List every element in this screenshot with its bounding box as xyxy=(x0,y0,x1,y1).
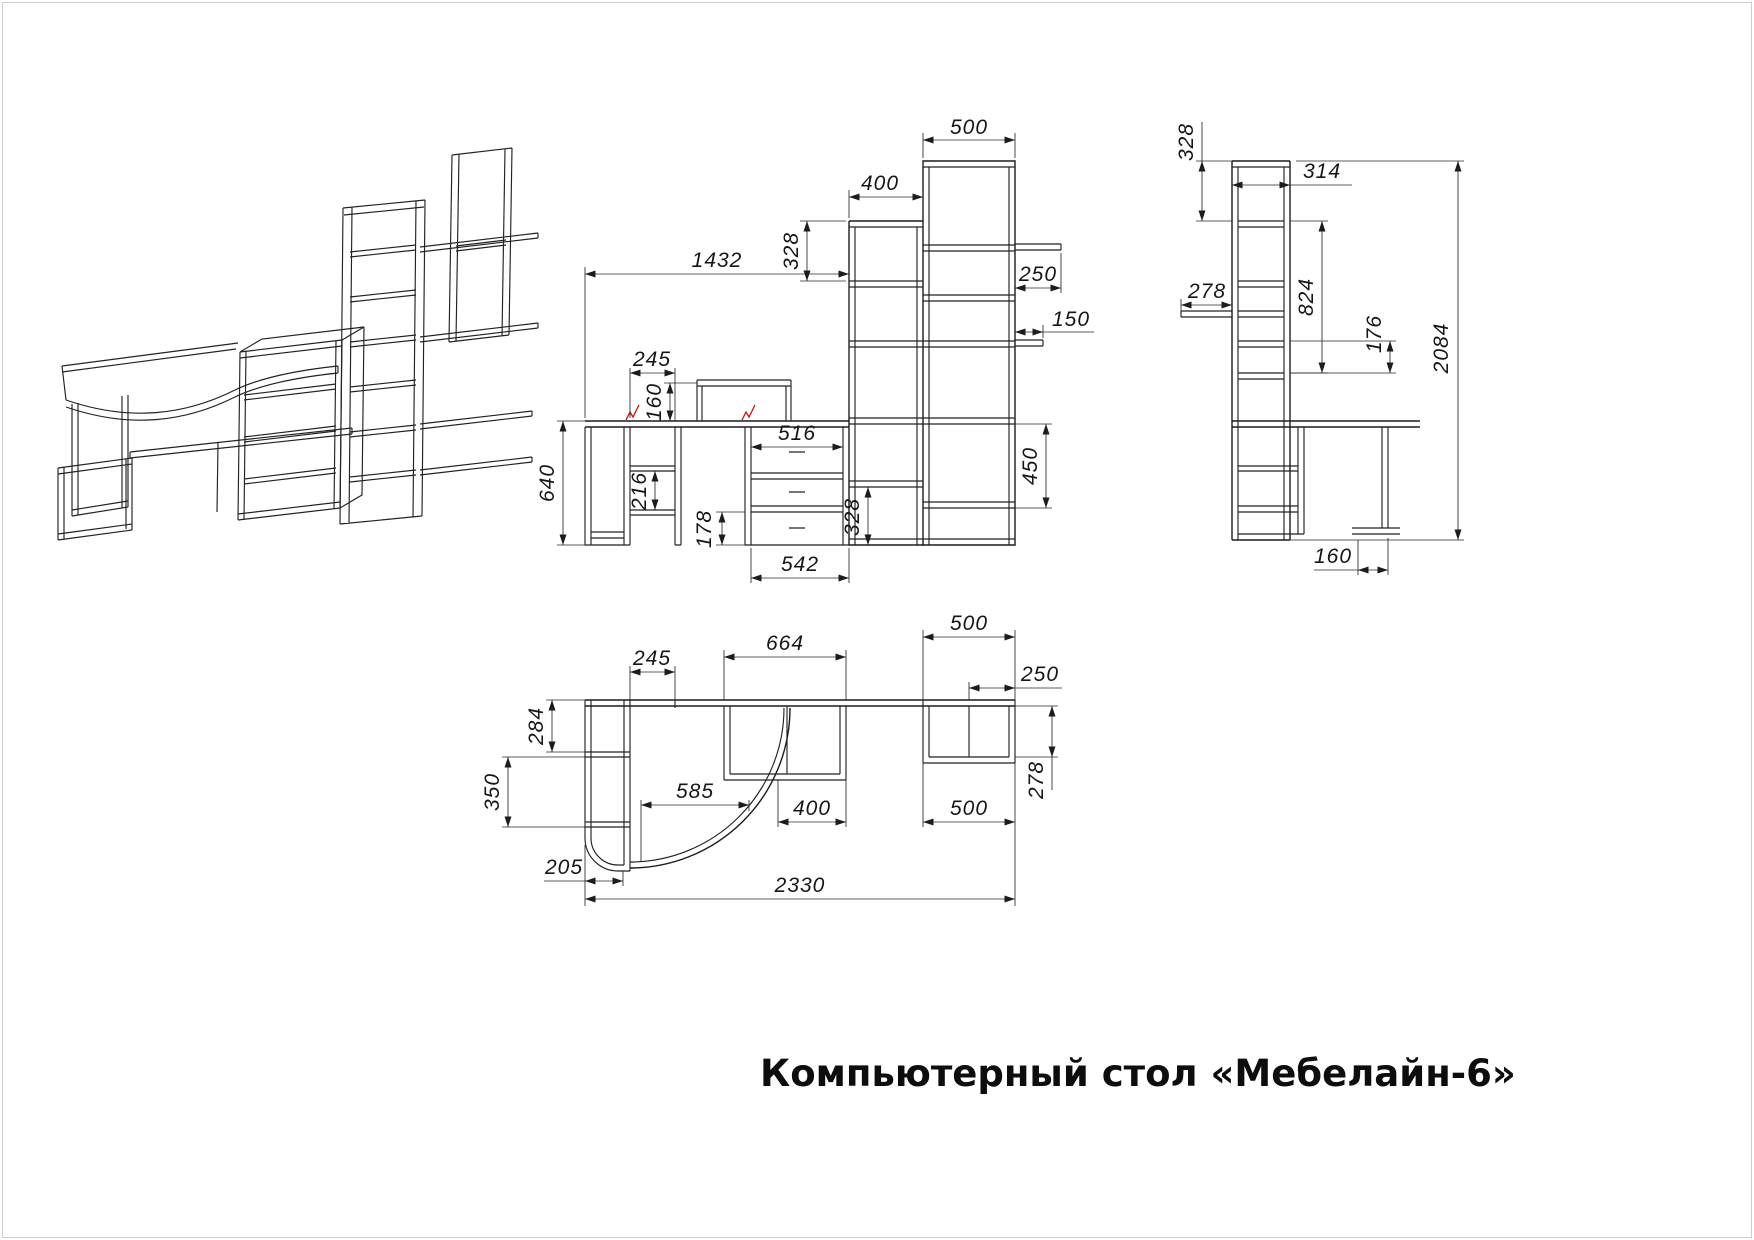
dim-front-drawer-base-width-label: 542 xyxy=(781,553,819,576)
dim-front-desk-width: 1432 xyxy=(584,249,850,418)
dim-plan-cabinet-depth-label: 278 xyxy=(1025,761,1048,800)
front-desk xyxy=(584,379,849,546)
dim-front-pedestal-width: 245 xyxy=(629,348,676,421)
dim-side-total-height-label: 2084 xyxy=(1430,323,1453,375)
dim-plan-hutch-span-label: 400 xyxy=(793,797,831,820)
dim-front-shelf-gap-label: 450 xyxy=(1019,447,1042,485)
dim-front-width-top: 500 xyxy=(922,116,1016,158)
drawing-title: Компьютерный стол «Мебелайн-6» xyxy=(760,1052,1516,1095)
dim-front-drawer-width: 516 xyxy=(751,422,843,451)
dim-plan-cabinet-depth: 278 xyxy=(1015,705,1058,800)
isometric-sketch xyxy=(57,147,539,541)
front-tall-cabinet xyxy=(922,160,1062,546)
dim-plan-cabinet-width-b: 500 xyxy=(922,763,1016,827)
dim-side-total-height: 2084 xyxy=(1290,160,1464,541)
dim-side-top-gap-label: 328 xyxy=(1175,123,1198,161)
plan-outline xyxy=(584,699,1016,872)
dim-front-col-top-gap: 328 xyxy=(780,220,846,282)
dim-plan-desk-clear-width-label: 585 xyxy=(676,780,714,803)
dim-front-drawer-base-width: 542 xyxy=(750,548,850,583)
dim-plan-hutch-span: 400 xyxy=(777,780,847,827)
dim-front-col-width: 400 xyxy=(848,172,924,218)
dim-front-shelf-right-short: 150 xyxy=(1015,308,1094,338)
dim-front-desk-height-label: 640 xyxy=(536,464,559,502)
finish-mark xyxy=(741,404,756,421)
dim-plan-desk-side-depth: 350 xyxy=(481,756,585,828)
dim-front-col-width-label: 400 xyxy=(861,172,899,195)
dim-side-shelf-gap-label: 176 xyxy=(1363,315,1386,353)
dim-plan-cabinet-width-b-label: 500 xyxy=(950,797,988,820)
dim-front-tray-gap: 216 xyxy=(628,471,659,511)
dim-plan-pedestal-width-label: 245 xyxy=(632,647,671,670)
dim-plan-cabinet-width-label: 500 xyxy=(950,612,988,635)
dim-plan-return-width-label: 205 xyxy=(544,856,583,879)
dim-side-shelf-depth-label: 278 xyxy=(1187,280,1226,303)
side-rack xyxy=(1180,160,1291,541)
dim-side-rack-height: 824 xyxy=(1290,220,1328,374)
dim-plan-total-width-label: 2330 xyxy=(774,874,826,897)
dim-plan-return-depth: 284 xyxy=(525,699,585,753)
dim-plan-shelf-depth-label: 250 xyxy=(1020,663,1059,686)
dim-plan-cabinet-width: 500 xyxy=(922,612,1016,700)
dim-plan-pedestal-width: 245 xyxy=(629,647,676,700)
dim-plan-total-width: 2330 xyxy=(584,827,1016,906)
dim-front-hutch-height-label: 160 xyxy=(643,383,666,421)
dim-side-rack-height-label: 824 xyxy=(1295,278,1318,316)
dim-plan-hutch-width: 664 xyxy=(723,632,847,700)
front-shelf-column xyxy=(848,220,923,546)
dim-front-col-base-gap-label: 328 xyxy=(841,498,864,536)
dim-plan-desk-clear-width: 585 xyxy=(640,780,750,862)
dim-front-tray-gap-label: 216 xyxy=(628,472,651,511)
dim-front-pedestal-width-label: 245 xyxy=(632,348,671,371)
dim-side-shelf-depth: 278 xyxy=(1180,280,1232,311)
dim-plan-desk-side-depth-label: 350 xyxy=(481,773,504,811)
dim-front-col-base-gap: 328 xyxy=(841,487,872,545)
front-view: 500 400 1432 328 250 xyxy=(536,116,1094,583)
dim-front-hutch-height: 160 xyxy=(643,382,697,421)
dim-front-desk-width-label: 1432 xyxy=(692,249,743,272)
dim-front-plinth-height-label: 178 xyxy=(693,510,716,548)
dim-plan-shelf-depth: 250 xyxy=(968,663,1062,700)
dim-plan-return-depth-label: 284 xyxy=(525,707,548,746)
plan-view: 500 245 664 284 250 xyxy=(481,612,1062,906)
dim-plan-hutch-width-label: 664 xyxy=(766,632,804,655)
dim-front-shelf-right-long-label: 250 xyxy=(1018,263,1057,286)
dim-side-top-gap: 328 xyxy=(1175,122,1232,222)
dim-side-depth-top-label: 314 xyxy=(1303,160,1341,183)
dim-front-col-top-gap-label: 328 xyxy=(780,232,803,270)
dim-front-drawer-width-label: 516 xyxy=(778,422,816,445)
finish-mark xyxy=(625,404,640,421)
side-view: 328 314 278 824 176 xyxy=(1175,122,1464,575)
side-desk xyxy=(1232,420,1420,535)
dim-front-plinth-height: 178 xyxy=(693,510,745,548)
dim-front-shelf-right-short-label: 150 xyxy=(1052,308,1090,331)
dim-plan-return-width: 205 xyxy=(544,845,624,886)
dim-side-foot-depth: 160 xyxy=(1314,538,1389,575)
dim-front-shelf-right-long: 250 xyxy=(1015,253,1062,293)
dim-side-foot-depth-label: 160 xyxy=(1314,545,1352,568)
dim-front-shelf-gap: 450 xyxy=(1015,423,1052,509)
dim-front-width-top-label: 500 xyxy=(950,116,988,139)
dim-side-shelf-gap: 176 xyxy=(1290,315,1396,374)
dim-front-desk-height: 640 xyxy=(536,420,585,546)
dim-side-depth-top: 314 xyxy=(1232,160,1352,189)
